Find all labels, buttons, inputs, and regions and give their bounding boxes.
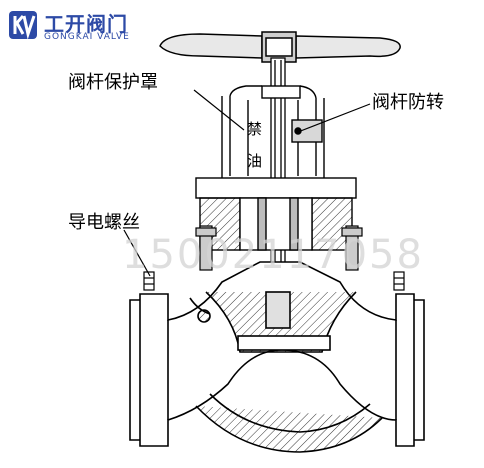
label-ground-screw: 导电螺丝 <box>68 212 140 233</box>
ground-screw-icon <box>143 271 405 291</box>
label-anti-rotation: 阀杆防转 <box>372 92 444 113</box>
stamp-char-2: 油 <box>247 152 262 170</box>
brand-subtitle: GONGKAI VALVE <box>44 32 130 42</box>
bonnet-bolts <box>195 225 363 271</box>
gongkai-logo-icon <box>9 11 37 40</box>
phone-watermark: 15002117058 <box>122 232 424 278</box>
stamp-char-1: 禁 <box>247 120 262 138</box>
yoke-flange <box>195 177 357 251</box>
brand-name: 工开阀门 <box>44 12 128 36</box>
handwheel <box>159 31 401 63</box>
label-stem-guard: 阀杆保护罩 <box>68 72 158 93</box>
leader-lines <box>123 89 371 277</box>
valve-body <box>129 261 425 453</box>
